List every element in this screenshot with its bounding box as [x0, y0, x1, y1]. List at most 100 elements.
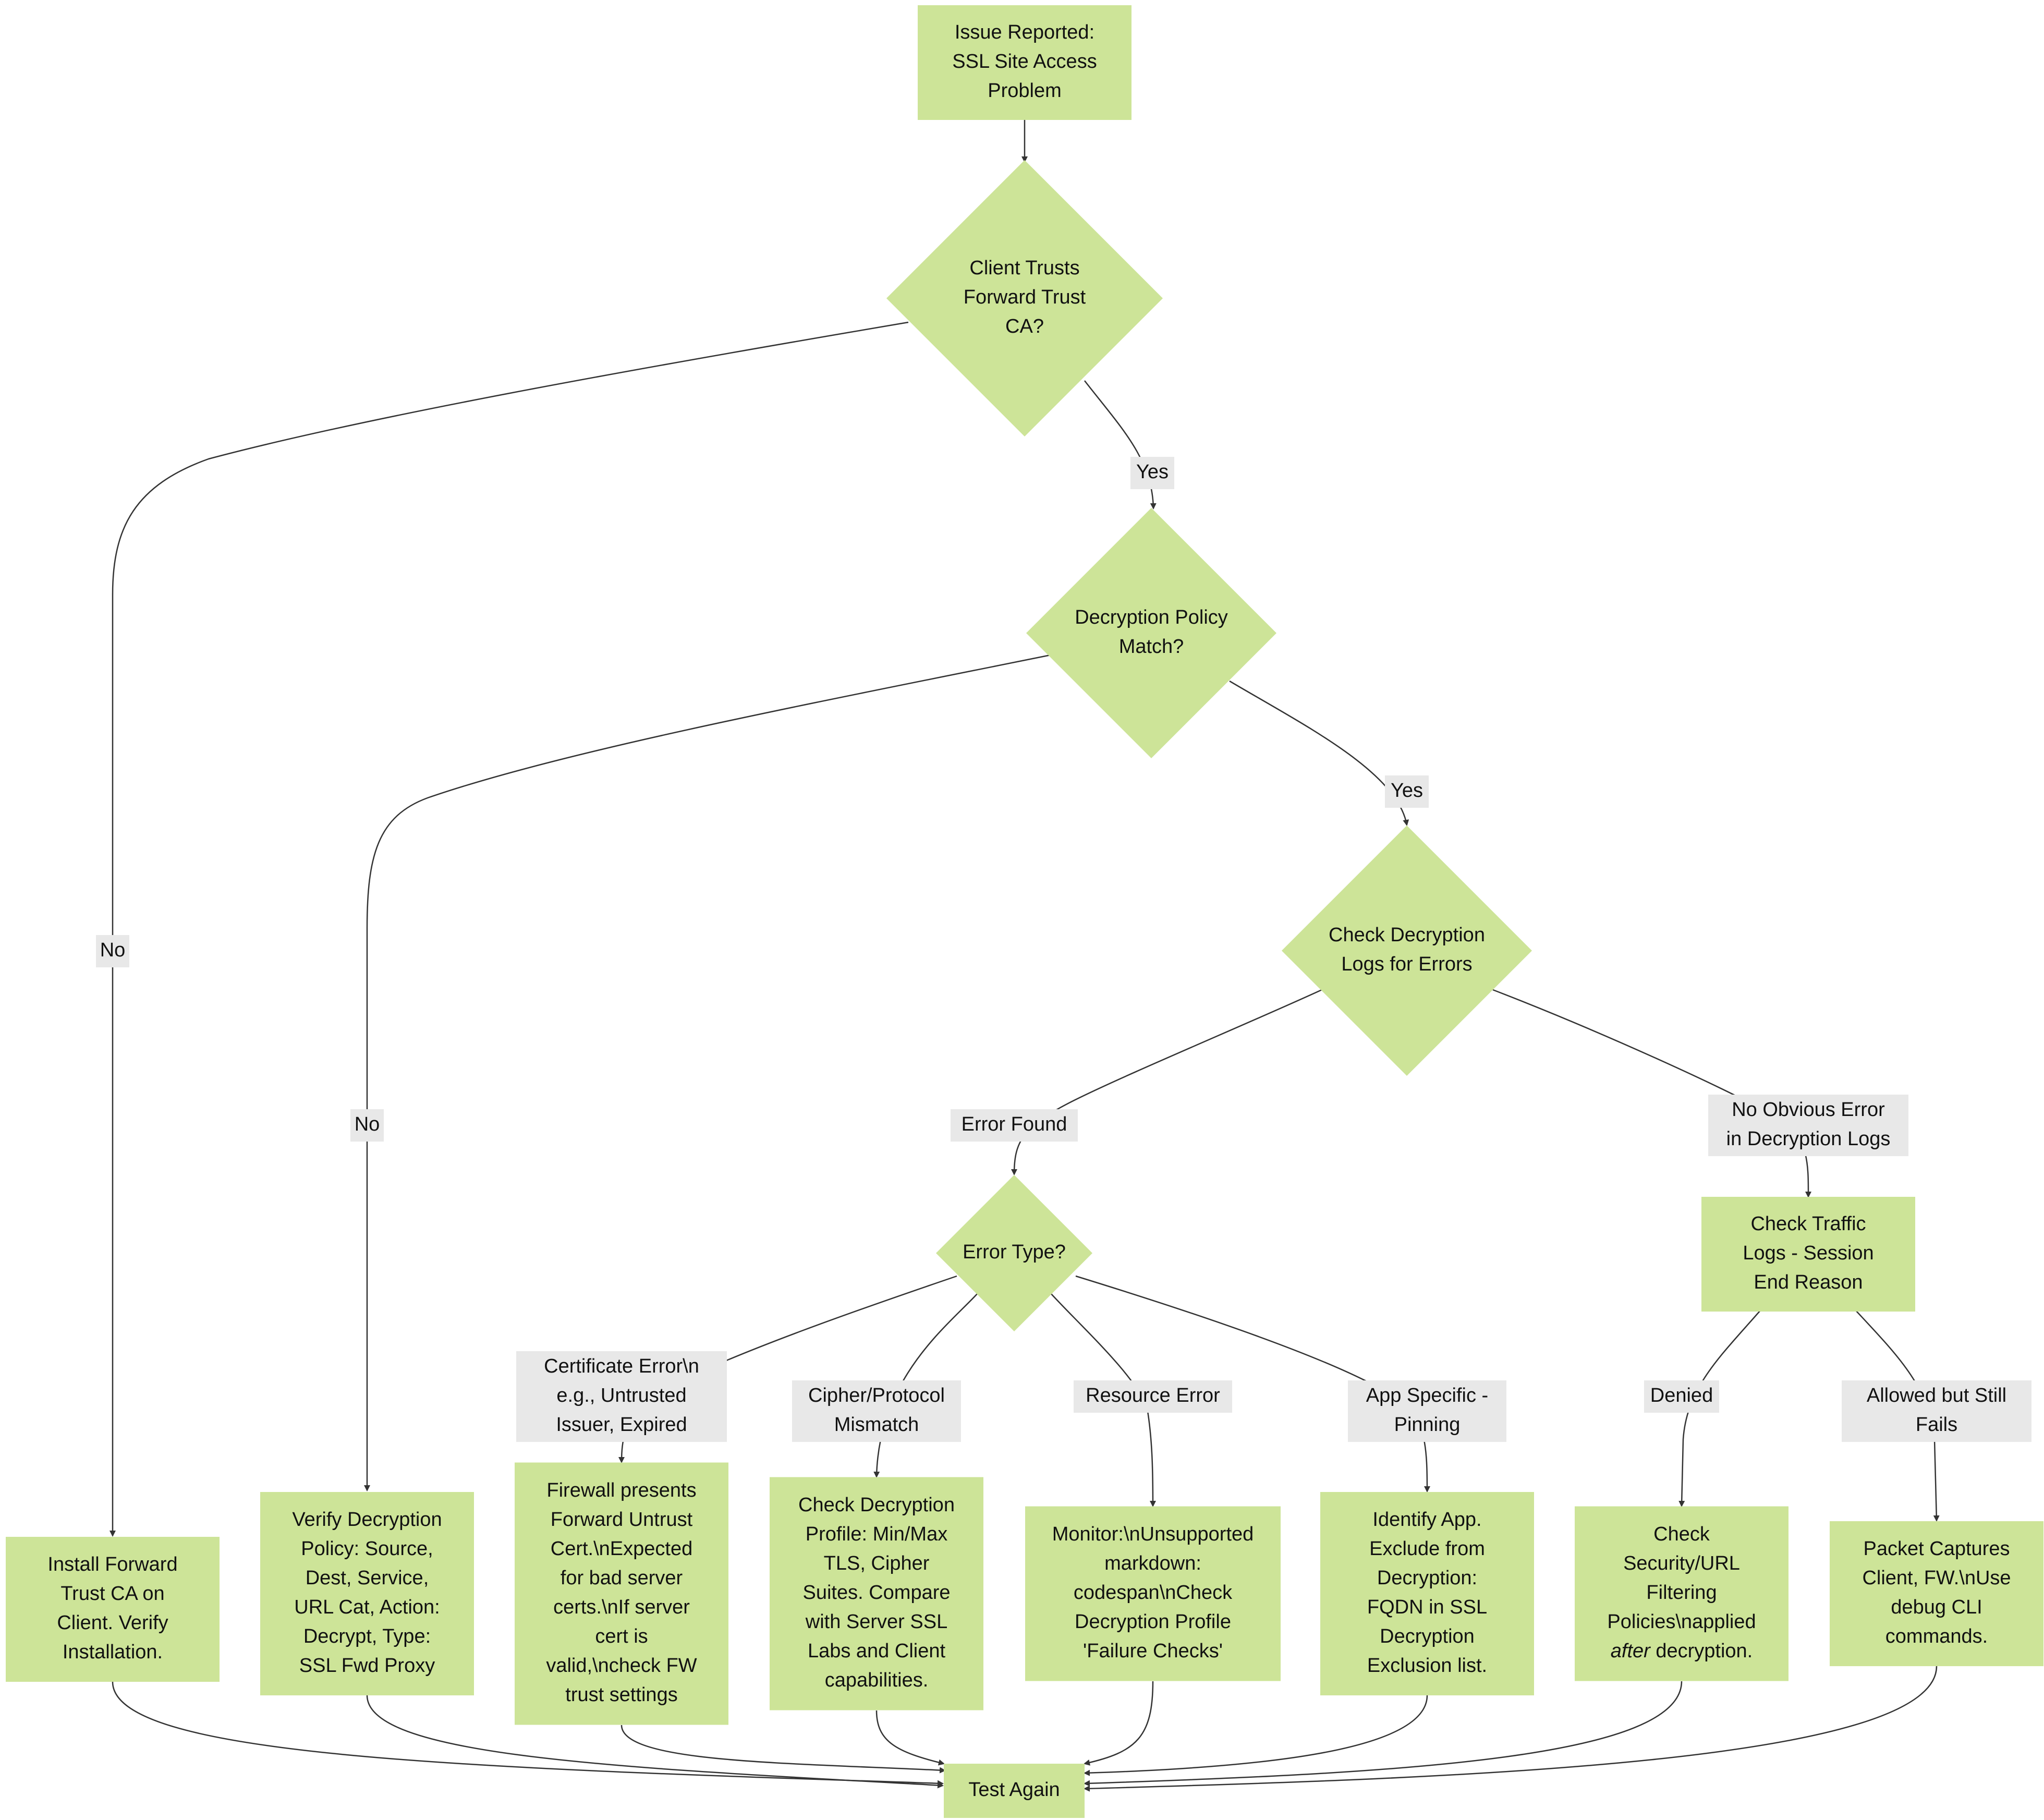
edge-label-text: in Decryption Logs [1726, 1128, 1891, 1150]
edge-label: Certificate Error\ne.g., UntrustedIssuer… [516, 1351, 727, 1442]
edge-fw-untrust-to-test-again [620, 1725, 946, 1774]
edge-label-text: Certificate Error\n [544, 1355, 699, 1377]
edge-trust-ca-to-install-ca [110, 321, 909, 1537]
process-box [1701, 1197, 1915, 1312]
node-label: Decryption Profile [1075, 1611, 1231, 1633]
process-box [944, 1764, 1085, 1818]
edge-label-bg [96, 935, 129, 967]
node-label: Install Forward [47, 1554, 177, 1575]
node-identify-app-step: Identify App.Exclude fromDecryption:FQDN… [1320, 1492, 1534, 1695]
node-label: Installation. [63, 1641, 163, 1663]
edge-label-bg [1842, 1380, 2031, 1442]
decision-diamond [1026, 508, 1276, 758]
edge-check-logs-to-traffic-logs [1492, 989, 1812, 1198]
edge-label-text: Resource Error [1086, 1385, 1220, 1406]
edge-label-text: No [100, 939, 126, 961]
node-label: Logs for Errors [1341, 953, 1472, 975]
decision-diamond [886, 160, 1163, 436]
edge-check-logs-to-error-type [1011, 989, 1322, 1175]
edge-label-text: Error Found [962, 1113, 1067, 1135]
decision-diamond [1282, 826, 1532, 1076]
node-label: Test Again [968, 1779, 1060, 1801]
node-label: Trust CA on [60, 1583, 164, 1605]
node-label: Security/URL [1623, 1552, 1740, 1574]
node-label: Client. Verify [57, 1612, 168, 1634]
nodes-layer: Issue Reported:SSL Site AccessProblemCli… [6, 5, 2043, 1818]
node-check-security-step: CheckSecurity/URLFilteringPolicies\nappl… [1575, 1506, 1789, 1681]
edge-label-text: No [355, 1113, 380, 1135]
node-label: End Reason [1754, 1271, 1863, 1293]
edge-label: Yes [1130, 457, 1174, 489]
node-label: Firewall presents [546, 1479, 696, 1501]
edge-label-bg [516, 1351, 727, 1442]
node-label: FQDN in SSL [1367, 1596, 1487, 1618]
node-label: Filtering [1646, 1582, 1717, 1604]
edge-label: Denied [1644, 1380, 1719, 1413]
node-monitor-step: Monitor:\nUnsupportedmarkdown:codespan\n… [1025, 1506, 1281, 1681]
process-box [1025, 1506, 1281, 1681]
node-label: Forward Untrust [551, 1509, 693, 1531]
process-box [1575, 1506, 1789, 1681]
edge-packet-captures-to-test-again [1084, 1666, 1938, 1792]
edge-label-text: Allowed but Still [1867, 1385, 2006, 1406]
edge-label-text: No Obvious Error [1732, 1099, 1885, 1121]
node-label: Labs and Client [808, 1640, 946, 1662]
edge-label: No [350, 1109, 384, 1142]
node-label: Decrypt, Type: [303, 1625, 431, 1647]
node-label: Check Decryption [798, 1494, 955, 1516]
edge-label-text: e.g., Untrusted [556, 1385, 686, 1406]
node-label: Check Traffic [1750, 1213, 1866, 1235]
node-label: Client Trusts [969, 257, 1079, 279]
node-label: debug CLI [1891, 1596, 1982, 1618]
node-label: Logs - Session [1743, 1242, 1873, 1264]
node-label: Error Type? [963, 1241, 1066, 1263]
edge-label: Error Found [951, 1109, 1078, 1142]
edge-label-bg [1708, 1095, 1908, 1156]
node-label: Policies\napplied [1607, 1611, 1756, 1633]
process-box [1830, 1521, 2043, 1666]
edge-label-text: Mismatch [834, 1414, 919, 1436]
edge-label-text: Denied [1650, 1385, 1713, 1406]
node-label: with Server SSL [805, 1611, 947, 1633]
node-label: Cert.\nExpected [551, 1538, 692, 1560]
edge-traffic-logs-to-check-security [1678, 1311, 1760, 1507]
edge-label-bg [951, 1109, 1078, 1142]
process-box [770, 1477, 983, 1710]
edge-label: App Specific -Pinning [1348, 1380, 1506, 1442]
node-label: Verify Decryption [292, 1509, 442, 1531]
node-label: Identify App. [1372, 1509, 1481, 1531]
edge-label-text: Yes [1136, 461, 1169, 483]
edge-label-bg [1130, 457, 1174, 489]
node-label: Monitor:\nUnsupported [1052, 1523, 1254, 1545]
node-label: commands. [1885, 1625, 1988, 1647]
node-label: certs.\nIf server [553, 1596, 690, 1618]
edge-monitor-to-test-again [1084, 1681, 1154, 1766]
edge-trust-ca-to-policy-match [1084, 380, 1157, 509]
node-label: Dest, Service, [306, 1567, 429, 1589]
node-label: Issue Reported: [955, 21, 1094, 43]
edge-label-text: App Specific - [1366, 1385, 1488, 1406]
node-label: SSL Site Access [952, 51, 1097, 72]
node-label: cert is [595, 1625, 648, 1647]
node-error-type-decision: Error Type? [936, 1175, 1092, 1331]
node-label: after decryption. [1611, 1640, 1753, 1662]
node-label: URL Cat, Action: [294, 1596, 440, 1618]
edge-label: Resource Error [1074, 1380, 1232, 1413]
edge-label: No Obvious Error in Decryption Logs [1708, 1095, 1908, 1156]
edge-label-text: Yes [1391, 780, 1423, 802]
edge-identify-app-to-test-again [1084, 1695, 1428, 1776]
node-label: Check Decryption [1329, 924, 1485, 946]
edge-label-bg [792, 1380, 961, 1442]
edge-label-text: Fails [1916, 1414, 1957, 1436]
